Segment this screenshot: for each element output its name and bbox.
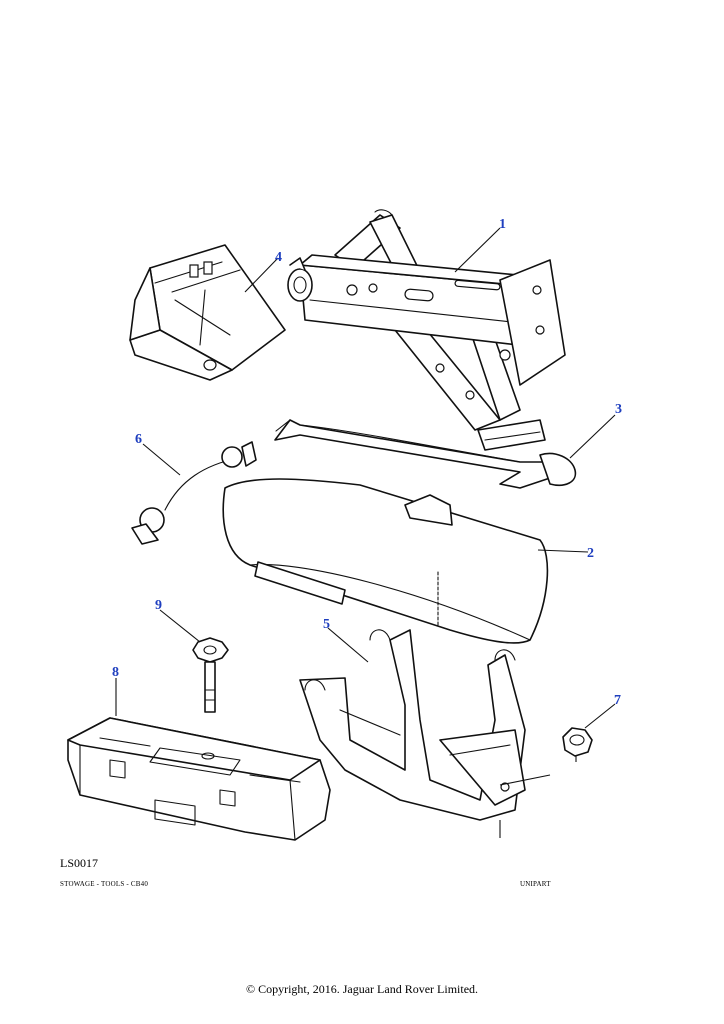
- callout-1: 1: [499, 217, 506, 232]
- part-wheel-chock: [129, 244, 286, 381]
- callout-5: 5: [323, 617, 330, 632]
- supplier-caption: UNIPART: [520, 880, 551, 888]
- part-cable: [131, 441, 257, 545]
- callout-6: 6: [135, 432, 142, 447]
- callout-8: 8: [112, 665, 119, 680]
- reference-code: LS0017: [60, 856, 99, 870]
- callout-4: 4: [275, 250, 282, 265]
- callout-2: 2: [587, 546, 594, 561]
- part-wing-bolt: [192, 637, 229, 713]
- callout-9: 9: [155, 598, 162, 613]
- part-scissor-jack: [287, 209, 566, 451]
- part-toolbox: [67, 717, 331, 841]
- diagram-caption: STOWAGE - TOOLS - CB40: [60, 880, 149, 888]
- callout-7: 7: [614, 693, 621, 708]
- part-tool-bag: [222, 478, 549, 644]
- leader-lines: [115, 227, 616, 729]
- copyright-notice: © Copyright, 2016. Jaguar Land Rover Lim…: [245, 982, 479, 996]
- callout-3: 3: [615, 402, 622, 417]
- part-strap: [274, 419, 577, 489]
- part-nut: [562, 727, 593, 762]
- callout-labels: 1 2 3 4 5 6 7 8 9: [112, 217, 622, 708]
- part-mounting-bracket: [299, 629, 551, 838]
